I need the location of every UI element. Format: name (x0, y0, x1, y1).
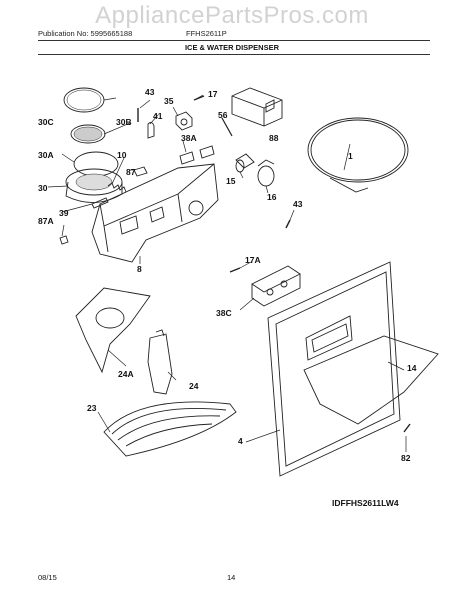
callout-30b: 30B (116, 117, 132, 127)
callout-15: 15 (226, 176, 236, 186)
part-39-bracket (91, 197, 109, 209)
part-17-screw (193, 95, 205, 101)
part-30c-cover (63, 87, 105, 113)
callout-38c: 38C (216, 308, 232, 318)
callout-87a: 87A (38, 216, 54, 226)
publication-number: Publication No: 5995665188 (38, 29, 133, 38)
callout-82: 82 (401, 453, 411, 463)
callout-88: 88 (269, 133, 279, 143)
callout-4: 4 (238, 436, 243, 446)
callout-10: 10 (117, 150, 127, 160)
footer-date: 08/15 (38, 573, 57, 582)
page-title: ICE & WATER DISPENSER (184, 43, 280, 52)
part-15-valve (235, 153, 255, 173)
part-56-pin (221, 117, 233, 137)
part-88-module (231, 87, 283, 127)
part-38c-switch-panel (251, 265, 301, 307)
part-23-drip-tray (103, 401, 237, 457)
callout-30c: 30C (38, 117, 54, 127)
callout-17: 17 (208, 89, 218, 99)
part-87a-clip (59, 235, 69, 245)
part-4-frame (267, 261, 401, 477)
part-43-screw-lower (285, 219, 291, 229)
part-1-water-tube (307, 117, 409, 193)
part-24-arm (147, 329, 173, 395)
footer-page: 14 (227, 573, 236, 582)
watermark: AppliancePartsPros.com (95, 2, 369, 29)
header-rule-bottom (38, 54, 430, 55)
callout-43-lower: 43 (293, 199, 303, 209)
diagram-id: IDFFHS2611LW4 (332, 498, 399, 508)
model-number: FFHS2611P (186, 29, 227, 38)
callout-56: 56 (218, 110, 228, 120)
callout-24a: 24A (118, 369, 134, 379)
part-87-clip (133, 166, 148, 177)
part-8-housing (91, 163, 219, 263)
callout-1: 1 (348, 151, 353, 161)
part-30-housing (65, 151, 123, 203)
callout-43-top: 43 (145, 87, 155, 97)
callout-87: 87 (126, 167, 136, 177)
header-rule-top (38, 40, 430, 41)
callout-35: 35 (164, 96, 174, 106)
part-16-actuator (257, 159, 275, 187)
callout-8: 8 (137, 264, 142, 274)
leader-lines (47, 94, 407, 452)
callout-41: 41 (153, 111, 163, 121)
part-14-cover (303, 335, 439, 425)
callout-24: 24 (189, 381, 199, 391)
callout-38a: 38A (181, 133, 197, 143)
callout-30a: 30A (38, 150, 54, 160)
part-30b-filter (70, 124, 106, 144)
callout-16: 16 (267, 192, 277, 202)
callout-30: 30 (38, 183, 48, 193)
part-38a-switches (179, 145, 215, 165)
part-24a-chute (75, 287, 151, 374)
part-82-screw (403, 423, 411, 433)
part-10-spring (107, 182, 127, 193)
callout-39: 39 (59, 208, 69, 218)
part-17a-screw (229, 267, 241, 273)
callout-17a: 17A (245, 255, 261, 265)
callout-14: 14 (407, 363, 417, 373)
part-35-solenoid (175, 111, 193, 131)
part-41-switch (147, 121, 155, 139)
callout-23: 23 (87, 403, 97, 413)
